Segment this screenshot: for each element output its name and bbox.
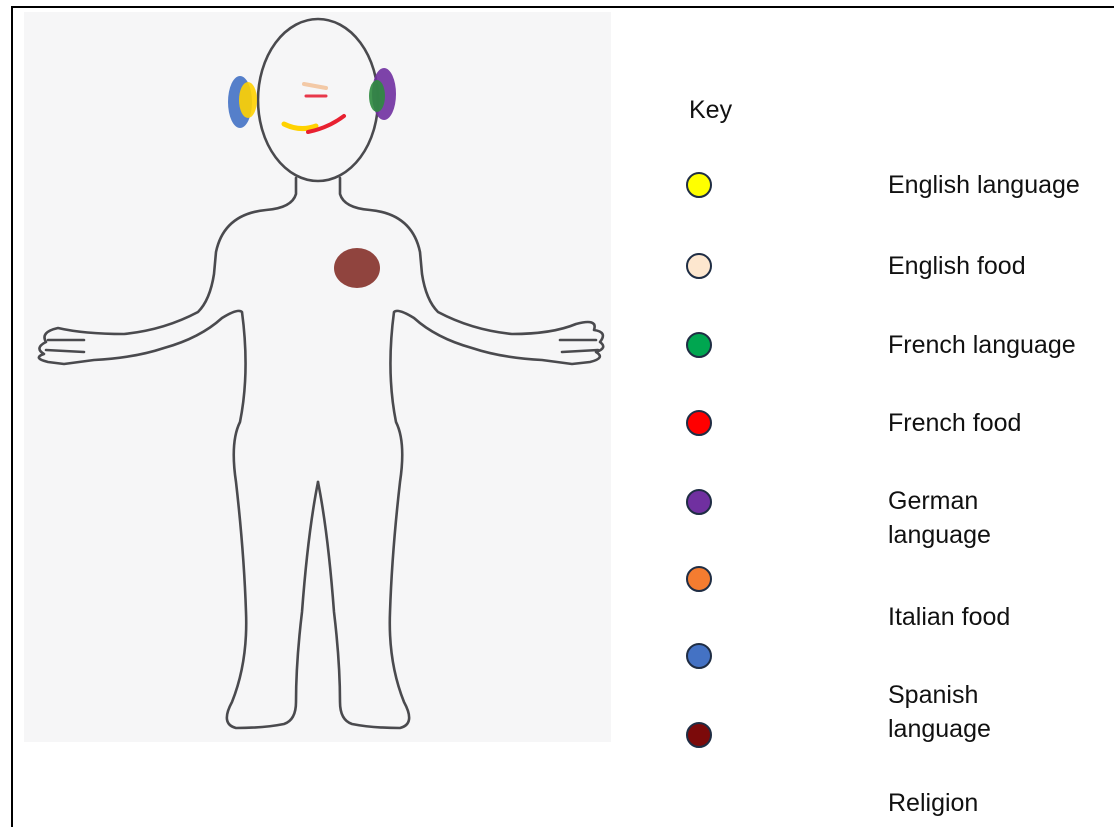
mouth-red (308, 116, 344, 132)
right-ear-green (369, 80, 385, 112)
head-outline (258, 19, 378, 181)
legend-dot-english-language (686, 172, 712, 198)
legend-label-french-food: French food (888, 406, 1108, 440)
left-fingers (46, 340, 84, 352)
legend-dot-french-food (686, 410, 712, 436)
key-title: Key (689, 96, 732, 125)
legend-label-religion: Religion (888, 786, 1108, 820)
legend-label-french-language: French language (888, 328, 1108, 362)
legend-dot-french-language (686, 332, 712, 358)
heart-mark (334, 248, 380, 288)
body-outline-drawing (24, 12, 611, 742)
body-left-outline (39, 178, 318, 728)
legend-label-english-language: English language (888, 168, 1108, 202)
legend-dot-english-food (686, 253, 712, 279)
right-fingers (560, 340, 598, 352)
face-mark-peach (304, 84, 326, 88)
legend-dot-italian-food (686, 566, 712, 592)
legend-dot-german-language (686, 489, 712, 515)
legend-label-english-food: English food (888, 249, 1108, 283)
mouth-yellow (284, 124, 316, 129)
coloured-marks (228, 68, 396, 288)
legend-label-italian-food: Italian food (888, 600, 1108, 634)
legend-dot-spanish-language (686, 643, 712, 669)
legend-label-german-language: German language (888, 484, 1028, 552)
body-outline-svg (24, 12, 611, 742)
legend-label-spanish-language: Spanish language (888, 678, 1028, 746)
legend-dot-religion (686, 722, 712, 748)
left-ear-yellow (239, 82, 257, 118)
